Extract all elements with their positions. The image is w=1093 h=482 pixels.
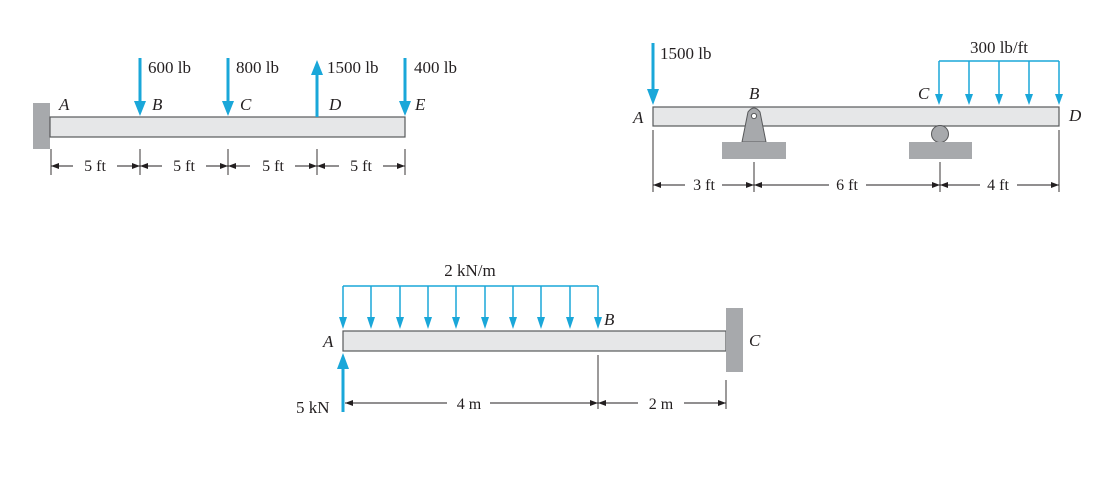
- load-800-lb: [222, 58, 234, 116]
- diagram-1-cantilever: 600 lb 800 lb 1500 lb 400 lb A B C D E: [33, 58, 457, 175]
- load-400-lb: [399, 58, 411, 116]
- beam: [342, 330, 727, 352]
- beam: [652, 106, 1060, 127]
- fixed-wall-support: [33, 103, 50, 149]
- load-label-800: 800 lb: [236, 58, 279, 77]
- span-label-cd: 4 ft: [987, 177, 1009, 194]
- diagram-2-overhanging-beam: 1500 lb 300 lb/ft A B C D: [632, 38, 1082, 194]
- fixed-wall-support: [726, 308, 743, 372]
- load-label-1500: 1500 lb: [327, 58, 378, 77]
- point-label-b: B: [604, 310, 615, 329]
- load-label-600: 600 lb: [148, 58, 191, 77]
- span-label-de: 5 ft: [350, 158, 372, 175]
- span-label-ab: 4 m: [457, 396, 482, 413]
- load-label-400: 400 lb: [414, 58, 457, 77]
- load-label-5-kn: 5 kN: [296, 398, 330, 417]
- span-label-bc: 5 ft: [173, 158, 195, 175]
- beam: [49, 116, 406, 138]
- dimension-line: [50, 149, 406, 175]
- point-label-c: C: [918, 84, 930, 103]
- pin-support: [722, 107, 786, 159]
- span-label-ab: 3 ft: [693, 177, 715, 194]
- point-label-c: C: [749, 331, 761, 350]
- load-600-lb: [134, 58, 146, 116]
- span-label-bc: 2 m: [649, 396, 674, 413]
- point-label-d: D: [1068, 106, 1082, 125]
- load-label-1500: 1500 lb: [660, 44, 711, 63]
- load-1500-lb-upward: [311, 60, 323, 117]
- span-label-cd: 5 ft: [262, 158, 284, 175]
- point-label-b: B: [152, 95, 163, 114]
- dimension-line: [652, 130, 1060, 192]
- roller-support: [909, 125, 972, 159]
- point-label-a: A: [632, 108, 644, 127]
- point-label-e: E: [414, 95, 426, 114]
- point-label-d: D: [328, 95, 342, 114]
- distributed-load-label: 300 lb/ft: [970, 38, 1028, 57]
- distributed-load-label: 2 kN/m: [444, 261, 495, 280]
- load-1500-lb: [647, 43, 659, 105]
- point-label-c: C: [240, 95, 252, 114]
- point-label-b: B: [749, 84, 760, 103]
- span-label-ab: 5 ft: [84, 158, 106, 175]
- distributed-load: [339, 285, 602, 329]
- diagram-3-cantilever-distributed: 2 kN/m 5 kN A B C 4 m 2 m: [296, 261, 761, 417]
- distributed-load: [935, 60, 1063, 105]
- span-label-bc: 6 ft: [836, 177, 858, 194]
- dimension-line: [345, 355, 727, 409]
- point-label-a: A: [322, 332, 334, 351]
- point-label-a: A: [58, 95, 70, 114]
- load-5-kn-upward: [337, 353, 349, 412]
